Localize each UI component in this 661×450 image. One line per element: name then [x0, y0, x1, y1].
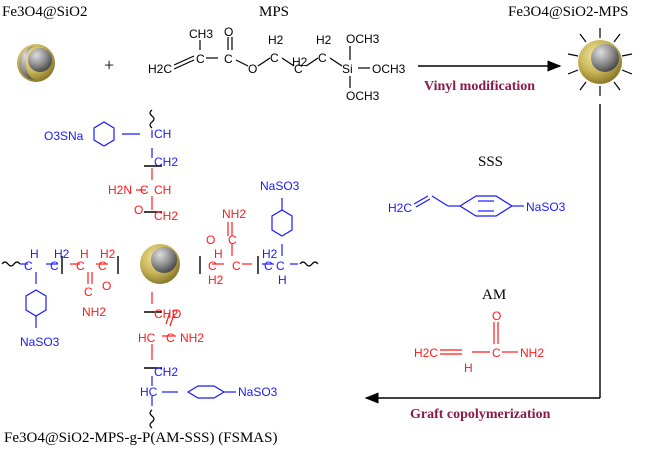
label-c-top: C [140, 183, 149, 197]
svg-text:C: C [318, 51, 327, 65]
center-particle-icon [140, 244, 180, 284]
label-c-left2: C [50, 259, 59, 273]
svg-text:C: C [196, 52, 205, 66]
label-ch-top2: CH [154, 183, 171, 197]
am-atoms: H2C H C O NH2 [414, 309, 544, 375]
label-c-right2: C [208, 259, 217, 273]
label-ch2-bot2: CH2 [154, 365, 178, 379]
label-c-left6: C [84, 285, 93, 299]
label-naso3-bot: NaSO3 [238, 385, 278, 399]
label-core: Fe3O4@SiO2 [2, 4, 88, 20]
label-c-bot: C [166, 331, 175, 345]
svg-text:NaSO3: NaSO3 [526, 200, 566, 214]
label-hc-bot2: HC [140, 385, 158, 399]
label-h2-left2: H2 [100, 247, 116, 261]
label-h2-left: H2 [54, 247, 70, 261]
label-c-right5: C [276, 259, 285, 273]
svg-text:CH3: CH3 [189, 27, 213, 41]
svg-text:C: C [294, 62, 303, 76]
label-final: Fe3O4@SiO2-MPS-g-P(AM-SSS) (FSMAS) [4, 430, 277, 446]
label-naso3-left: NaSO3 [20, 335, 60, 349]
mps-structure [173, 37, 370, 88]
svg-text:O: O [492, 309, 501, 323]
label-o-bot: O [172, 307, 181, 321]
label-hc-bot: HC [138, 331, 156, 345]
sss-atoms: H2C NaSO3 [388, 200, 566, 215]
label-c-left3: C [76, 259, 85, 273]
label-h-left: H [30, 247, 39, 261]
label-o3sna: O3SNa [44, 129, 84, 143]
label-o-right: O [206, 233, 215, 247]
svg-text:H: H [464, 361, 473, 375]
sss-structure [413, 195, 524, 217]
label-ch2-top: CH2 [154, 155, 178, 169]
label-h2-right2: H2 [262, 247, 278, 261]
label-c-left: C [24, 259, 33, 273]
svg-text:C: C [224, 52, 233, 66]
label-o-top: O [134, 203, 143, 217]
svg-text:H2C: H2C [414, 346, 438, 360]
am-structure [440, 322, 518, 355]
svg-text:OCH3: OCH3 [372, 62, 406, 76]
label-c-right4: C [264, 259, 273, 273]
label-ch2-bot: CH2 [154, 307, 178, 321]
process-flow-arrow [364, 104, 601, 404]
step-vinyl: Vinyl modification [424, 79, 535, 94]
label-am: AM [482, 287, 506, 303]
plus-sign: + [104, 55, 114, 75]
svg-text:O: O [224, 25, 233, 39]
svg-text:Si: Si [342, 62, 353, 76]
label-ch2-top2: CH2 [154, 209, 178, 223]
label-h-left2: H [80, 247, 89, 261]
svg-text:H2C: H2C [148, 62, 172, 76]
svg-text:OCH3: OCH3 [346, 89, 380, 103]
svg-text:H2: H2 [268, 33, 284, 47]
label-product-top: Fe3O4@SiO2-MPS [508, 4, 629, 20]
label-mps: MPS [259, 4, 289, 20]
label-h-right: H [214, 247, 223, 261]
label-c-right3: C [232, 259, 241, 273]
label-c-right: C [228, 233, 237, 247]
core-shell-particle-icon [17, 44, 55, 82]
step-graft: Graft copolymerization [410, 407, 551, 422]
label-nh2-bot: NH2 [180, 331, 204, 345]
label-sss: SSS [478, 154, 503, 170]
grafted-polymer: O3SNa CH CH2 NaSO3 H2 C C H C H2 C H NaS… [1, 109, 319, 429]
functionalized-particle-icon [567, 28, 633, 96]
label-naso3-right: NaSO3 [260, 179, 300, 193]
label-nh2-left: NH2 [82, 305, 106, 319]
mps-atoms: H2C CH3 C O C O H2 C H2 C H2 C Si OCH3 O… [148, 25, 406, 103]
svg-text:NH2: NH2 [520, 346, 544, 360]
label-nh2-right: NH2 [222, 207, 246, 221]
svg-text:C: C [492, 346, 501, 360]
label-c-left4: C [98, 259, 107, 273]
svg-text:H2C: H2C [388, 201, 412, 215]
label-h2-right: H2 [208, 273, 224, 287]
label-o-left: O [102, 279, 111, 293]
label-h-right2: H [278, 273, 287, 287]
svg-text:O: O [248, 62, 257, 76]
svg-text:H2: H2 [292, 55, 308, 69]
svg-text:OCH3: OCH3 [346, 32, 380, 46]
svg-text:C: C [270, 51, 279, 65]
label-ch-top: CH [154, 127, 171, 141]
svg-text:H2: H2 [316, 33, 332, 47]
label-h2n: H2N [108, 183, 132, 197]
